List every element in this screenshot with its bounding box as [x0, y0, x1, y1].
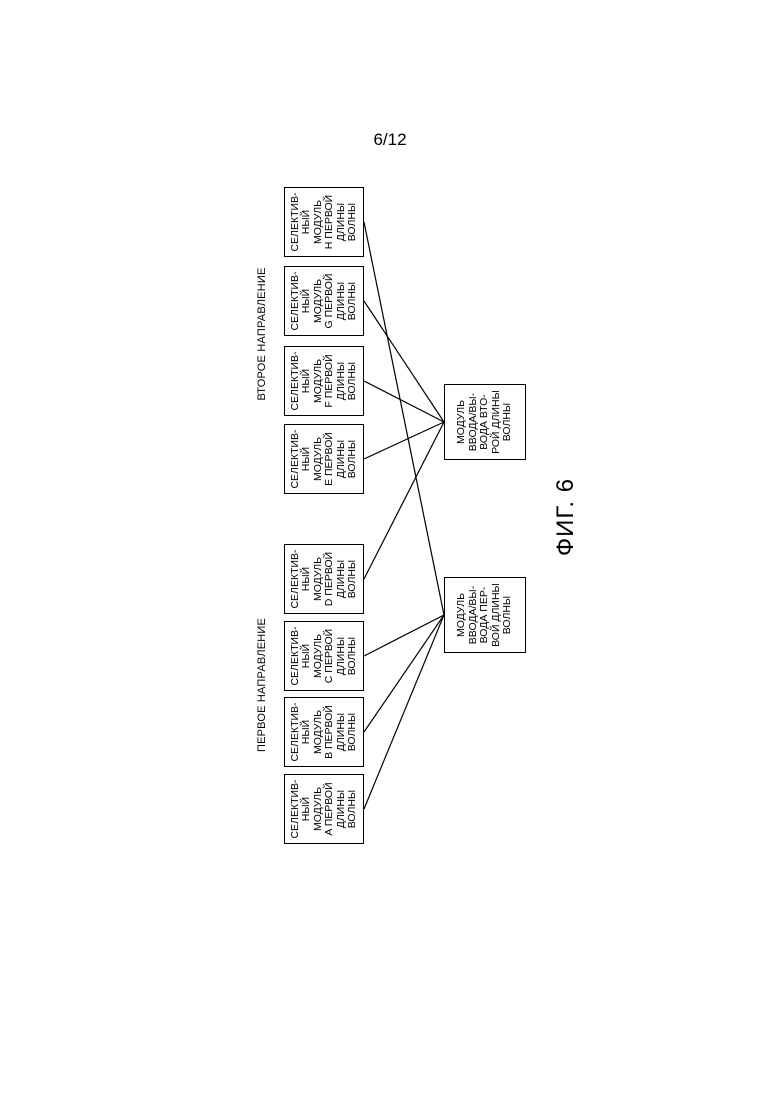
io-module-second-text: МОДУЛЬ ВВОДА/ВЫ- ВОДА ВТО- РОЙ ДЛИНЫ ВОЛ…	[456, 390, 514, 454]
second-direction-label: ВТОРОЕ НАПРАВЛЕНИЕ	[256, 268, 268, 401]
selective-module-f: СЕЛЕКТИВ- НЫЙ МОДУЛЬ F ПЕРВОЙ ДЛИНЫ ВОЛН…	[284, 346, 364, 416]
selective-module-f-text: СЕЛЕКТИВ- НЫЙ МОДУЛЬ F ПЕРВОЙ ДЛИНЫ ВОЛН…	[290, 347, 359, 415]
selective-module-a-text: СЕЛЕКТИВ- НЫЙ МОДУЛЬ A ПЕРВОЙ ДЛИНЫ ВОЛН…	[290, 775, 359, 843]
selective-module-h: СЕЛЕКТИВ- НЫЙ МОДУЛЬ H ПЕРВОЙ ДЛИНЫ ВОЛН…	[284, 187, 364, 257]
connector-a-to-first	[364, 615, 444, 809]
selective-module-e: СЕЛЕКТИВ- НЫЙ МОДУЛЬ E ПЕРВОЙ ДЛИНЫ ВОЛН…	[284, 424, 364, 494]
io-module-first-text: МОДУЛЬ ВВОДА/ВЫ- ВОДА ПЕР- ВОЙ ДЛИНЫ ВОЛ…	[456, 583, 514, 647]
connector-c-to-first	[364, 615, 444, 656]
selective-module-c: СЕЛЕКТИВ- НЫЙ МОДУЛЬ C ПЕРВОЙ ДЛИНЫ ВОЛН…	[284, 621, 364, 691]
connector-e-to-second	[364, 422, 444, 459]
selective-module-d-text: СЕЛЕКТИВ- НЫЙ МОДУЛЬ D ПЕРВОЙ ДЛИНЫ ВОЛН…	[290, 545, 359, 613]
selective-module-c-text: СЕЛЕКТИВ- НЫЙ МОДУЛЬ C ПЕРВОЙ ДЛИНЫ ВОЛН…	[290, 622, 359, 690]
figure-caption: ФИГ. 6	[552, 478, 580, 556]
io-module-first-wavelength: МОДУЛЬ ВВОДА/ВЫ- ВОДА ПЕР- ВОЙ ДЛИНЫ ВОЛ…	[444, 577, 526, 653]
connector-g-to-second	[364, 301, 444, 422]
selective-module-b: СЕЛЕКТИВ- НЫЙ МОДУЛЬ B ПЕРВОЙ ДЛИНЫ ВОЛН…	[284, 697, 364, 767]
selective-module-g-text: СЕЛЕКТИВ- НЫЙ МОДУЛЬ G ПЕРВОЙ ДЛИНЫ ВОЛН…	[290, 267, 359, 335]
connector-b-to-first	[364, 615, 444, 732]
io-module-second-wavelength: МОДУЛЬ ВВОДА/ВЫ- ВОДА ВТО- РОЙ ДЛИНЫ ВОЛ…	[444, 384, 526, 460]
selective-module-g: СЕЛЕКТИВ- НЫЙ МОДУЛЬ G ПЕРВОЙ ДЛИНЫ ВОЛН…	[284, 266, 364, 336]
selective-module-d: СЕЛЕКТИВ- НЫЙ МОДУЛЬ D ПЕРВОЙ ДЛИНЫ ВОЛН…	[284, 544, 364, 614]
selective-module-e-text: СЕЛЕКТИВ- НЫЙ МОДУЛЬ E ПЕРВОЙ ДЛИНЫ ВОЛН…	[290, 425, 359, 493]
selective-module-h-text: СЕЛЕКТИВ- НЫЙ МОДУЛЬ H ПЕРВОЙ ДЛИНЫ ВОЛН…	[290, 188, 359, 256]
first-direction-label: ПЕРВОЕ НАПРАВЛЕНИЕ	[256, 618, 268, 752]
selective-module-b-text: СЕЛЕКТИВ- НЫЙ МОДУЛЬ B ПЕРВОЙ ДЛИНЫ ВОЛН…	[290, 698, 359, 766]
selective-module-a: СЕЛЕКТИВ- НЫЙ МОДУЛЬ A ПЕРВОЙ ДЛИНЫ ВОЛН…	[284, 774, 364, 844]
